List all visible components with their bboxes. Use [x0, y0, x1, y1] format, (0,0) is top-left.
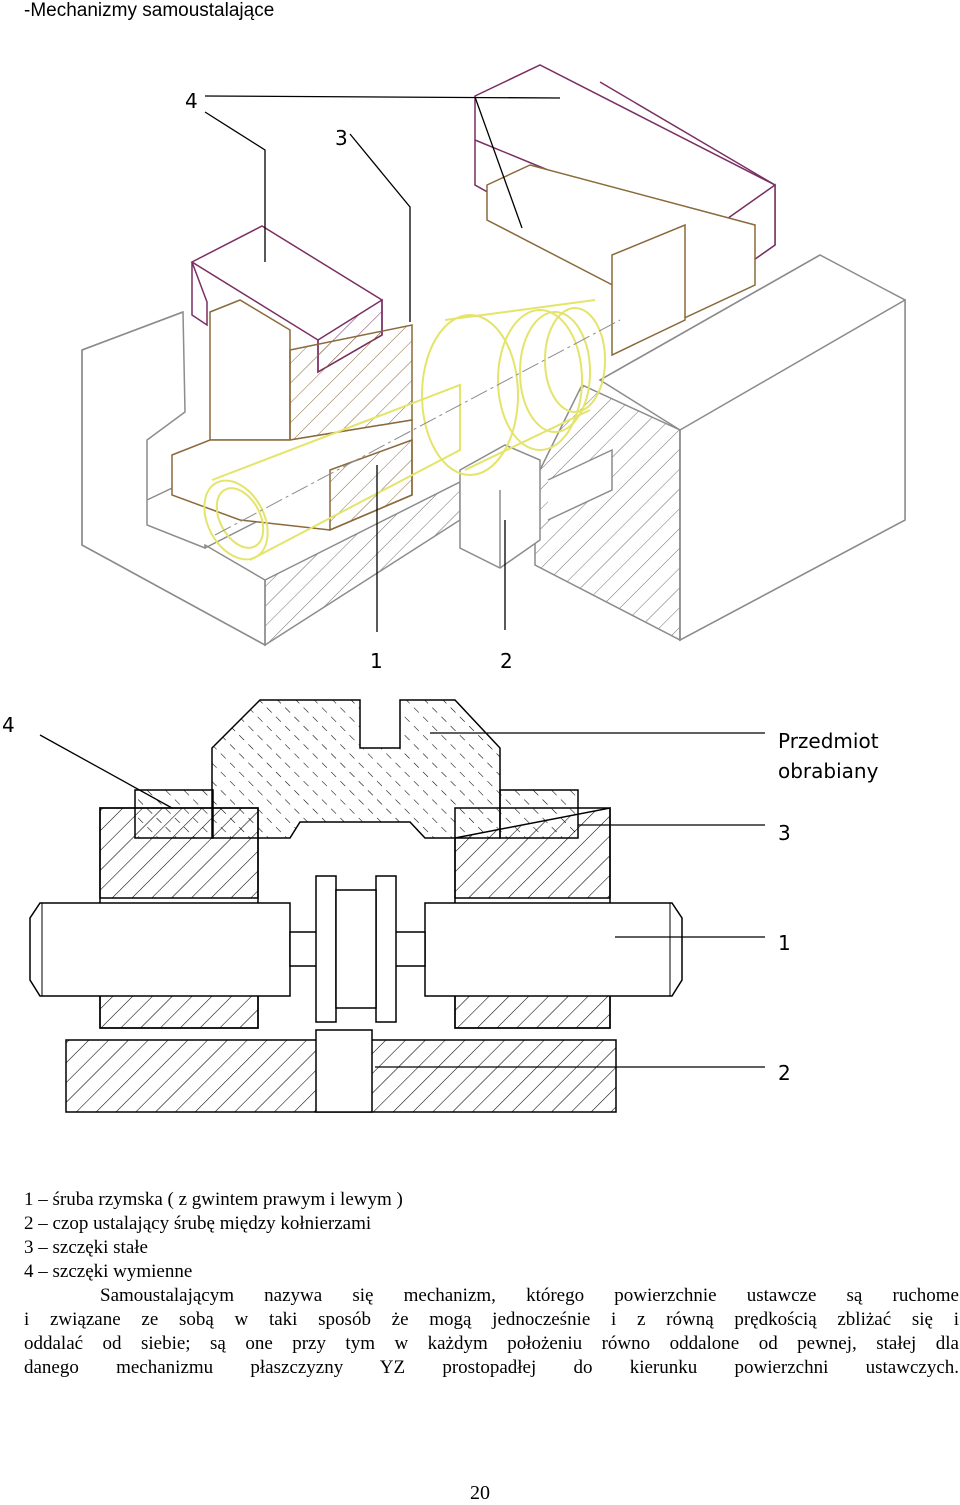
callout-1-bottom: 1: [778, 931, 791, 955]
callout-3-bottom: 3: [778, 821, 791, 845]
definition-paragraph: Samoustalającym nazywa się mechanizm, kt…: [24, 1284, 959, 1380]
callout-workpiece-line1: Przedmiot: [778, 729, 879, 753]
callout-1-top: 1: [370, 649, 383, 673]
paragraph-line: oddalać od siebie; są one przy tym w każ…: [24, 1333, 959, 1354]
legend-item: 1 – śruba rzymska ( z gwintem prawym i l…: [24, 1189, 403, 1210]
vise-body: [81, 254, 906, 647]
interchangeable-jaw-right: [499, 789, 579, 839]
mechanism-drawings: 4 3 1 2 4: [2, 64, 906, 1113]
guide-block: [459, 444, 541, 569]
paragraph-line: danego mechanizmu płaszczyzny YZ prostop…: [24, 1357, 959, 1378]
interchangeable-jaw-left: [134, 789, 214, 839]
screw-collar-left: [315, 875, 337, 1023]
screw-collar-right: [375, 875, 397, 1023]
workpiece: [211, 699, 501, 839]
section-view: 4 Przedmiot obrabiany 3 1 2: [2, 699, 879, 1113]
screw-right-end: [424, 902, 683, 997]
jaw-3-left: [171, 299, 413, 532]
locating-pin-2: [315, 1029, 373, 1113]
paragraph-line: i związane ze sobą w taki sposób że mogą…: [24, 1309, 959, 1330]
screw-1-iso: [203, 299, 606, 561]
legend-item: 4 – szczęki wymienne: [24, 1261, 193, 1282]
page-number: 20: [470, 1482, 490, 1504]
callout-4-top: 4: [185, 89, 198, 113]
screw-left-end: [29, 902, 291, 997]
paragraph-line: Samoustalającym nazywa się mechanizm, kt…: [100, 1285, 959, 1306]
legend-block: 1 – śruba rzymska ( z gwintem prawym i l…: [24, 1188, 959, 1380]
section-heading: -Mechanizmy samoustalające: [24, 0, 275, 21]
legend-item: 3 – szczęki stałe: [24, 1237, 148, 1258]
callout-4-bottom: 4: [2, 713, 15, 737]
callout-3-top: 3: [335, 126, 348, 150]
callout-2-top: 2: [500, 649, 513, 673]
jaw-3-right: [486, 164, 756, 357]
isometric-view: 4 3 1 2: [81, 64, 906, 673]
legend-item: 2 – czop ustalający śrubę między kołnier…: [24, 1213, 372, 1234]
callout-workpiece-line2: obrabiany: [778, 759, 879, 783]
callout-2-bottom: 2: [778, 1061, 791, 1085]
